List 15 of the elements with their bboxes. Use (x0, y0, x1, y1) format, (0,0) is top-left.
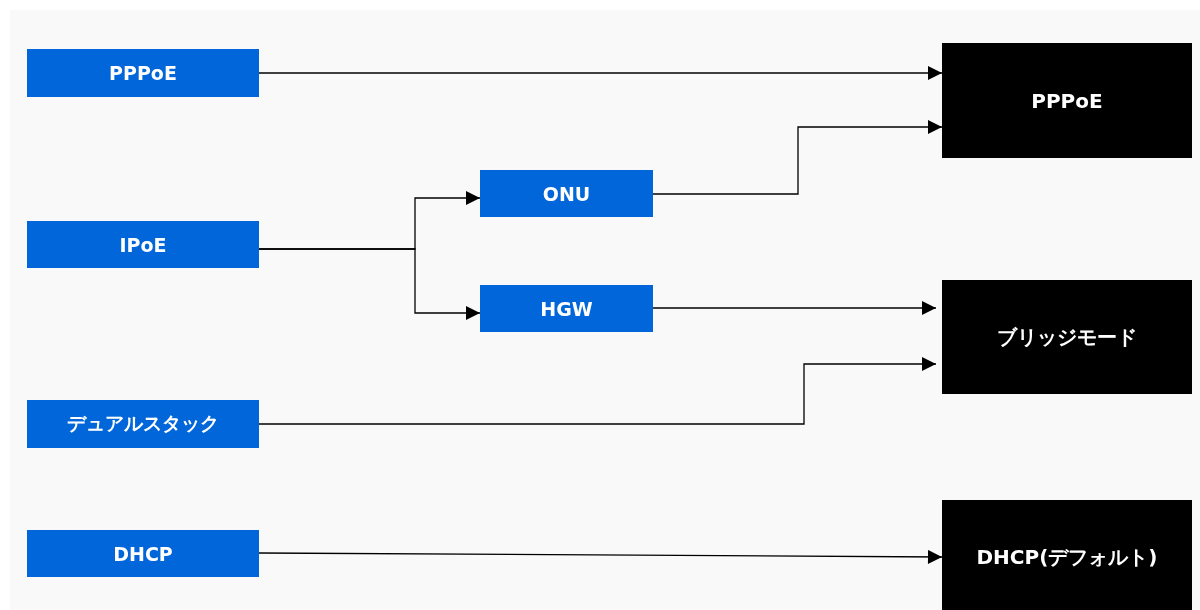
option-box: デュアルスタック (27, 400, 259, 448)
arrow (652, 120, 943, 195)
mode-box: ブリッジモード (942, 280, 1192, 394)
mode-box: DHCP(デフォルト) (942, 500, 1192, 610)
arrow (258, 66, 943, 80)
arrow (652, 301, 937, 315)
option-box: ONU (480, 170, 653, 217)
option-box: IPoE (27, 221, 259, 268)
arrow (258, 549, 943, 564)
option-box: PPPoE (27, 49, 259, 97)
mode-box: PPPoE (942, 43, 1192, 158)
arrow (258, 248, 481, 320)
option-box: HGW (480, 285, 653, 332)
option-box: DHCP (27, 530, 259, 577)
arrow (258, 357, 937, 425)
